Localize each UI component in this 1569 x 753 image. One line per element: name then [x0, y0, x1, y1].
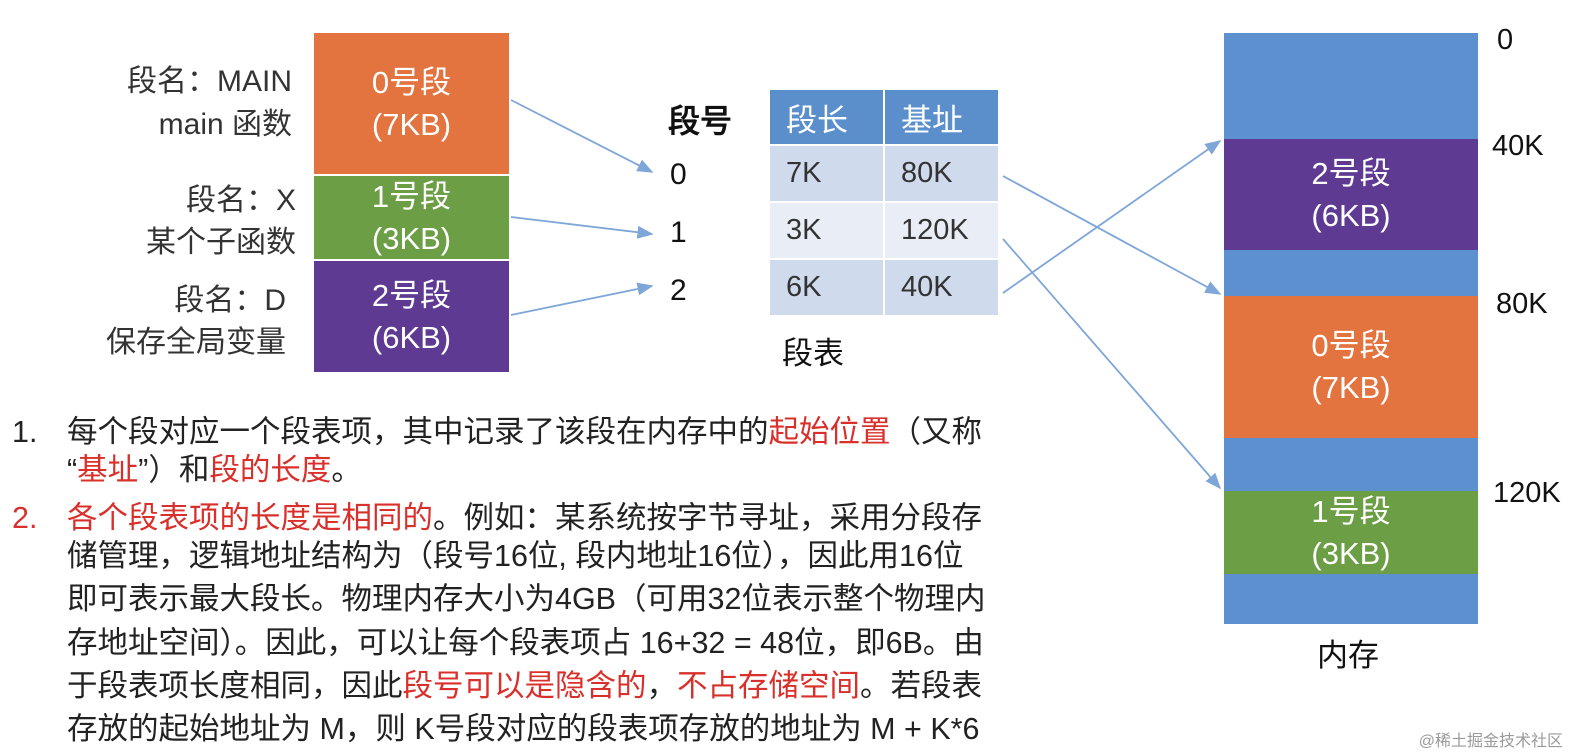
memory-block-1-size: (3KB)	[1311, 535, 1391, 571]
note-text: 储管理，逻辑地址结构为（段号16位, 段内地址16位），因此用16位	[67, 539, 964, 573]
note-1-number: 1.	[12, 415, 38, 449]
memory-address-120k: 120K	[1493, 477, 1561, 509]
logical-segment-2-title: 2号段	[371, 277, 452, 313]
note-text: 。	[331, 453, 362, 487]
memory-block-1: 1号段 (3KB)	[1224, 491, 1478, 574]
note-2-line-1: 2. 各个段表项的长度是相同的。例如：某系统按字节寻址，采用分段存	[12, 499, 982, 537]
note-text: 存放的起始地址为 M，则 K号段对应的段表项存放的地址为 M + K*6	[67, 712, 980, 746]
logical-segment-2-size: (6KB)	[371, 319, 452, 355]
arrow-row1-to-memory	[1002, 238, 1222, 490]
logical-segment-2: 2号段 (6KB)	[314, 261, 509, 372]
memory-address-0: 0	[1497, 24, 1514, 56]
note-2-number: 2.	[12, 501, 38, 535]
logical-segment-0: 0号段 (7KB)	[314, 33, 509, 174]
note-text: “	[67, 453, 78, 487]
highlight-text: 起始位置	[768, 415, 891, 449]
memory-address-80k: 80K	[1496, 288, 1548, 320]
logical-segment-1-title: 1号段	[371, 178, 452, 214]
segment-index-2: 2	[670, 274, 687, 307]
memory-free-0	[1224, 33, 1478, 139]
memory-block-2: 2号段 (6KB)	[1224, 139, 1478, 250]
note-2-line-4: 存地址空间）。因此，可以让每个段表项占 16+32 = 48位，即6B。由	[12, 624, 984, 662]
note-text: 。若段表	[860, 669, 982, 703]
memory-block-2-title: 2号段	[1311, 155, 1391, 191]
arrow-seg2-to-index2	[510, 282, 654, 316]
logical-segment-0-title: 0号段	[371, 64, 452, 100]
memory-block-1-title: 1号段	[1311, 493, 1391, 529]
memory-free-2	[1224, 438, 1478, 491]
logical-segment-0-size: (7KB)	[371, 106, 452, 142]
memory-free-3	[1224, 574, 1478, 624]
note-text: 存地址空间）。因此，可以让每个段表项占 16+32 = 48位，即6B。由	[67, 626, 984, 660]
cell-length: 7K	[768, 144, 885, 203]
segment-name-d: 段名：D	[174, 284, 286, 317]
highlight-text: 段的长度	[209, 453, 332, 487]
segment-index-1: 1	[670, 216, 687, 249]
note-text: 每个段对应一个段表项，其中记录了该段在内存中的	[67, 415, 769, 449]
cell-length: 3K	[768, 201, 885, 260]
cell-length: 6K	[768, 258, 885, 317]
segment-table-caption: 段表	[782, 336, 844, 371]
watermark: @稀土掘金技术社区	[1418, 733, 1563, 750]
segment-index-0: 0	[670, 158, 687, 191]
logical-segment-1: 1号段 (3KB)	[314, 176, 509, 259]
memory-block-0: 0号段 (7KB)	[1224, 296, 1478, 438]
table-row: 6K 40K	[768, 258, 1000, 317]
arrow-seg1-to-index1	[510, 216, 654, 239]
highlight-text: 各个段表项的长度是相同的	[67, 501, 433, 535]
memory-caption: 内存	[1317, 638, 1379, 673]
segment-name-x: 段名：X	[185, 184, 296, 217]
arrow-seg0-to-index0	[510, 99, 654, 173]
note-text: （又称	[890, 415, 983, 449]
table-row: 7K 80K	[768, 144, 1000, 203]
note-1-line-1: 1. 每个段对应一个段表项，其中记录了该段在内存中的起始位置（又称	[12, 413, 982, 451]
logical-segment-1-size: (3KB)	[371, 220, 452, 256]
note-text: 即可表示最大段长。物理内存大小为4GB（可用32位表示整个物理内	[67, 582, 986, 616]
cell-base: 80K	[883, 144, 1000, 203]
note-2-line-2: 储管理，逻辑地址结构为（段号16位, 段内地址16位），因此用16位	[12, 537, 963, 575]
memory-address-40k: 40K	[1492, 130, 1544, 162]
note-2-line-3: 即可表示最大段长。物理内存大小为4GB（可用32位表示整个物理内	[12, 580, 985, 618]
note-text: 。例如：某系统按字节寻址，采用分段存	[433, 501, 982, 535]
memory-block-0-size: (7KB)	[1311, 370, 1391, 405]
cell-base: 40K	[883, 258, 1000, 317]
note-text: ，	[646, 669, 678, 703]
segment-table: 段长 基址 7K 80K 3K 120K 6K 40K	[768, 88, 1000, 317]
segment-name-main: 段名：MAIN	[127, 65, 292, 98]
highlight-text: 基址	[77, 453, 139, 487]
memory-block-0-title: 0号段	[1311, 328, 1391, 363]
note-1-line-2: “基址”）和段的长度。	[12, 451, 362, 489]
memory-block-2-size: (6KB)	[1311, 197, 1391, 233]
note-text: 于段表项长度相同，因此	[67, 669, 403, 703]
note-2-line-5: 于段表项长度相同，因此段号可以是隐含的，不占存储空间。若段表	[12, 667, 982, 705]
arrow-row0-to-memory	[1002, 175, 1222, 295]
segment-desc-x: 某个子函数	[146, 226, 296, 259]
segment-index-header: 段号	[668, 103, 733, 139]
cell-base: 120K	[883, 201, 1000, 260]
column-header-length: 段长	[768, 88, 885, 146]
highlight-text: 段号可以是隐含的	[402, 669, 647, 703]
segment-desc-main: main 函数	[158, 108, 292, 141]
table-row: 3K 120K	[768, 201, 1000, 260]
note-text: ”）和	[138, 453, 210, 487]
segment-desc-d: 保存全局变量	[106, 326, 286, 359]
arrow-row2-to-memory	[1002, 140, 1222, 294]
memory-free-1	[1224, 250, 1478, 296]
highlight-text: 不占存储空间	[677, 669, 860, 703]
column-header-base: 基址	[883, 88, 1000, 146]
note-2-line-6: 存放的起始地址为 M，则 K号段对应的段表项存放的地址为 M + K*6	[12, 710, 980, 748]
